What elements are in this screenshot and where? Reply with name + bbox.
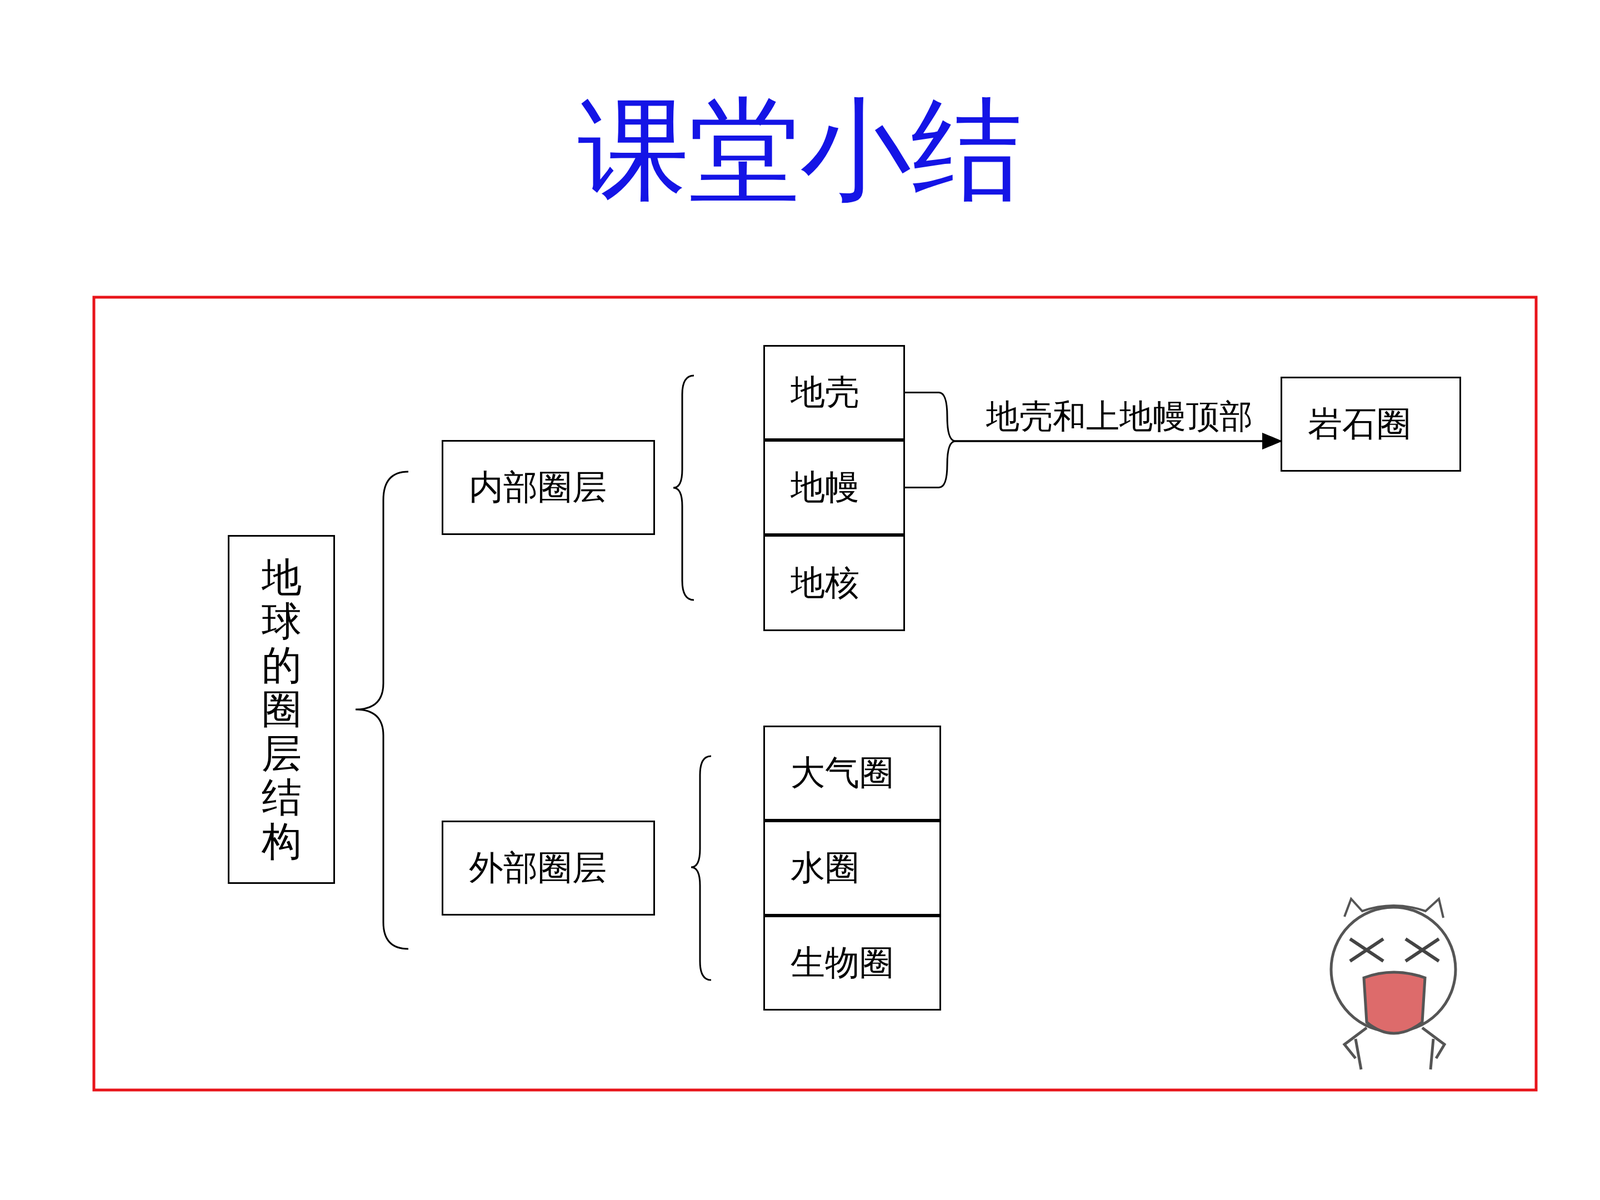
frame	[93, 297, 1537, 1090]
root-box: 地球的圈层结构	[227, 535, 335, 884]
cartoon	[1331, 898, 1456, 1070]
box-label: 生物圈	[790, 942, 894, 984]
arrow-connector	[905, 392, 1281, 442]
edge-label: 地壳和上地幔顶部	[983, 397, 1255, 435]
layer-box: 地壳	[763, 345, 905, 440]
layer-box: 岩石圈	[1280, 376, 1462, 472]
box-label: 地壳	[790, 371, 860, 413]
box-label: 地核	[790, 562, 860, 604]
brace	[673, 375, 694, 600]
box-label: 地球的圈层结构	[261, 555, 302, 864]
layer-box: 大气圈	[763, 725, 942, 821]
slide-title: 课堂小结	[0, 88, 1600, 212]
layer-box: 内部圈层	[441, 440, 655, 535]
box-label: 外部圈层	[468, 847, 607, 889]
layer-box: 外部圈层	[441, 820, 655, 916]
layer-box: 地核	[763, 535, 905, 632]
box-label: 内部圈层	[468, 466, 607, 508]
box-label: 岩石圈	[1307, 403, 1412, 445]
box-label: 水圈	[790, 847, 860, 889]
box-label: 地幔	[790, 466, 860, 508]
arrow-connector	[905, 441, 1281, 488]
brace	[355, 471, 409, 949]
box-label: 大气圈	[790, 752, 894, 794]
brace	[691, 756, 712, 980]
layer-box: 地幔	[763, 440, 905, 535]
layer-box: 水圈	[763, 820, 942, 916]
layer-box: 生物圈	[763, 915, 942, 1011]
